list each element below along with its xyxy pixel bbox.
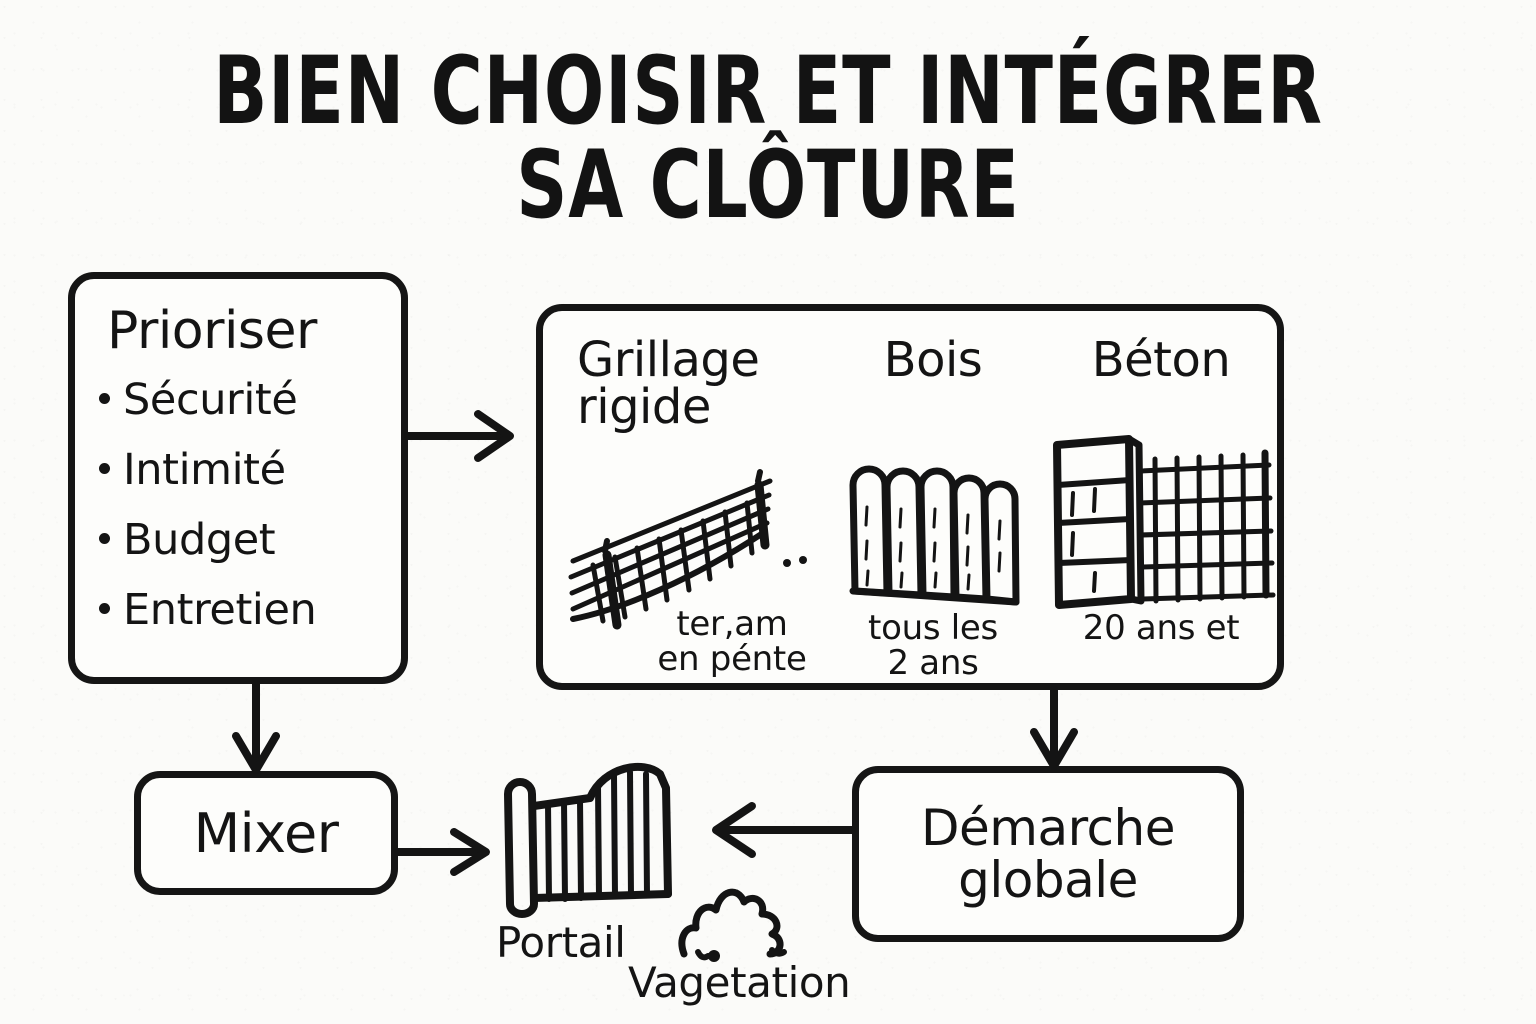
material-column-bois[interactable]: Bois bbox=[833, 311, 1033, 683]
material-caption-grillage: ter,am en pénte bbox=[637, 607, 827, 676]
prioriser-heading: Prioriser bbox=[107, 301, 317, 361]
material-heading-line1: Béton bbox=[1091, 332, 1231, 388]
material-caption-line2: 2 ans bbox=[887, 642, 979, 683]
prioriser-item-label: Intimité bbox=[123, 445, 286, 495]
mixer-label: Mixer bbox=[193, 801, 339, 865]
rigid-wire-mesh-fence-on-slope-icon bbox=[563, 459, 823, 631]
list-item[interactable]: Intimité bbox=[99, 445, 399, 507]
prioriser-item-label: Sécurité bbox=[123, 375, 298, 425]
wooden-picket-fence-icon bbox=[833, 429, 1033, 619]
arrow-materials-to-demarche bbox=[1030, 686, 1078, 770]
portail-label: Portail bbox=[496, 918, 626, 967]
demarche-globale-box[interactable]: Démarche globale bbox=[852, 766, 1244, 942]
material-heading-beton: Béton bbox=[1043, 336, 1279, 384]
bullet-dot-icon bbox=[99, 463, 110, 474]
material-caption-line2: en pénte bbox=[657, 638, 807, 679]
list-item[interactable]: Budget bbox=[99, 515, 399, 577]
garden-gate-icon bbox=[494, 758, 690, 918]
bush-shrub-icon bbox=[676, 876, 796, 964]
material-caption-line1: 20 ans et bbox=[1082, 608, 1240, 648]
materials-box[interactable]: Grillage rigide bbox=[536, 304, 1284, 690]
list-item[interactable]: Entretien bbox=[99, 585, 399, 647]
arrow-prioriser-to-mixer bbox=[232, 680, 280, 774]
material-caption-bois: tous les 2 ans bbox=[833, 611, 1033, 680]
bullet-dot-icon bbox=[99, 603, 110, 614]
arrow-demarche-to-portail bbox=[712, 802, 856, 858]
demarche-line1: Démarche bbox=[920, 799, 1176, 857]
page-title: BIEN CHOISIR ET INTÉGRER SA CLÔTURE bbox=[0, 37, 1536, 241]
material-heading-line1: Bois bbox=[883, 332, 983, 388]
title-line-1: BIEN CHOISIR ET INTÉGRER bbox=[213, 37, 1323, 146]
prioriser-item-label: Entretien bbox=[123, 585, 317, 635]
bullet-dot-icon bbox=[99, 533, 110, 544]
arrow-prioriser-to-materials bbox=[404, 410, 514, 462]
material-heading-bois: Bois bbox=[833, 336, 1033, 384]
material-caption-line1: tous les bbox=[868, 608, 998, 648]
bullet-dot-icon bbox=[99, 393, 110, 404]
material-caption-line1: ter,am bbox=[676, 604, 788, 644]
arrow-mixer-to-portail bbox=[394, 828, 490, 876]
list-item[interactable]: Sécurité bbox=[99, 375, 399, 437]
material-heading-line2: rigide bbox=[577, 379, 711, 436]
material-heading-grillage: Grillage rigide bbox=[577, 336, 817, 431]
prioriser-list: Sécurité Intimité Budget Entretien bbox=[99, 375, 399, 655]
title-line-2: SA CLÔTURE bbox=[516, 131, 1020, 241]
material-column-beton[interactable]: Béton bbox=[1043, 311, 1279, 683]
material-caption-beton: 20 ans et bbox=[1043, 611, 1279, 646]
mixer-box[interactable]: Mixer bbox=[134, 771, 398, 895]
demarche-line2: globale bbox=[958, 851, 1138, 909]
prioriser-item-label: Budget bbox=[123, 515, 276, 565]
concrete-panel-and-mesh-fence-icon bbox=[1043, 423, 1279, 623]
prioriser-box[interactable]: Prioriser Sécurité Intimité Budget Entre… bbox=[68, 272, 408, 684]
material-heading-line1: Grillage bbox=[577, 332, 760, 388]
demarche-globale-label: Démarche globale bbox=[859, 773, 1237, 935]
vegetation-label: Vagetation bbox=[628, 958, 851, 1007]
material-column-grillage[interactable]: Grillage rigide bbox=[563, 311, 823, 683]
